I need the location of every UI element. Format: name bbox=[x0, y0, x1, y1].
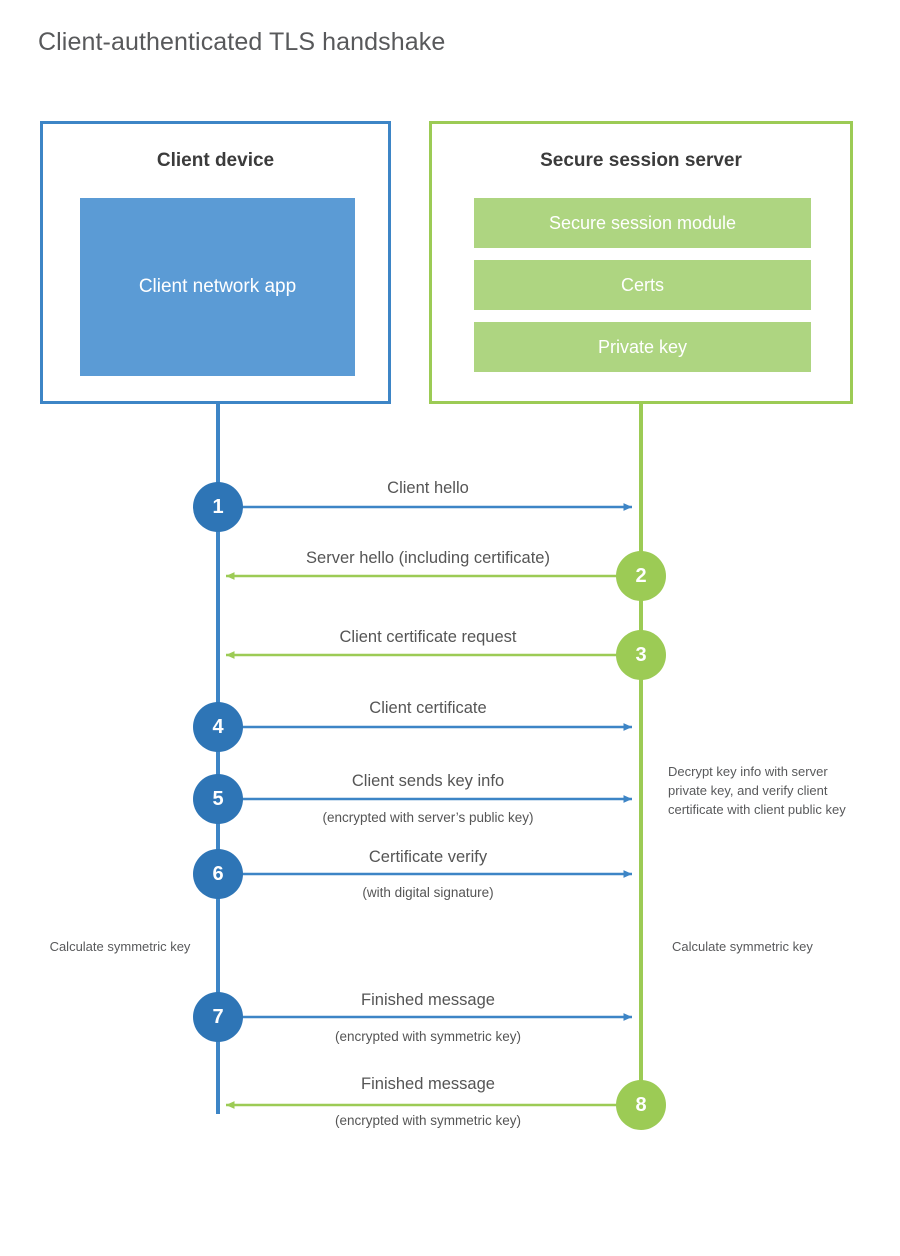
message-label-3: Client certificate request bbox=[339, 628, 517, 646]
client-lifeline bbox=[216, 404, 220, 1114]
message-label-1: Client hello bbox=[387, 479, 469, 497]
secure-session-server-box: Secure session server Secure session mod… bbox=[429, 121, 853, 404]
step-number: 4 bbox=[212, 715, 224, 738]
step-circle-1[interactable]: 1 bbox=[193, 482, 243, 532]
client-calculate-symmetric-key-note: Calculate symmetric key bbox=[49, 939, 191, 954]
step-number: 7 bbox=[212, 1005, 224, 1028]
message-label-6: Certificate verify bbox=[368, 848, 488, 866]
page-title: Client-authenticated TLS handshake bbox=[38, 28, 446, 56]
step-number: 1 bbox=[212, 495, 224, 518]
message-label-7: Finished message bbox=[361, 991, 495, 1009]
step-circle-8[interactable]: 8 bbox=[616, 1080, 666, 1130]
step-number: 5 bbox=[212, 787, 224, 810]
step-circle-6[interactable]: 6 bbox=[193, 849, 243, 899]
message-sublabel-8: (encrypted with symmetric key) bbox=[334, 1113, 522, 1128]
step-circle-2[interactable]: 2 bbox=[616, 551, 666, 601]
secure-session-server-title: Secure session server bbox=[540, 150, 742, 171]
server-block-label: Certs bbox=[620, 274, 664, 295]
client-network-app-block: Client network app bbox=[80, 198, 355, 376]
server-calculate-symmetric-key-note: Calculate symmetric key bbox=[672, 939, 813, 954]
message-label-5: Client sends key info bbox=[351, 772, 505, 790]
step-number: 2 bbox=[635, 564, 647, 587]
server-lifeline bbox=[639, 404, 643, 1104]
client-device-box: Client device Client network app bbox=[40, 121, 391, 404]
step-number: 8 bbox=[635, 1093, 647, 1116]
message-label-4: Client certificate bbox=[369, 699, 487, 717]
server-block-private-key: Private key bbox=[474, 322, 811, 372]
message-label-2: Server hello (including certificate) bbox=[306, 549, 550, 567]
message-sublabel-5: (encrypted with server’s public key) bbox=[322, 810, 534, 825]
server-block-label: Secure session module bbox=[548, 212, 737, 233]
server-block-secure-session-module: Secure session module bbox=[474, 198, 811, 248]
message-sublabel-7: (encrypted with symmetric key) bbox=[334, 1029, 522, 1044]
step-circle-7[interactable]: 7 bbox=[193, 992, 243, 1042]
step-circle-3[interactable]: 3 bbox=[616, 630, 666, 680]
message-sublabel-6: (with digital signature) bbox=[362, 885, 494, 900]
server-block-certs: Certs bbox=[474, 260, 811, 310]
step-number: 6 bbox=[212, 862, 224, 885]
step-circle-5[interactable]: 5 bbox=[193, 774, 243, 824]
step-circle-4[interactable]: 4 bbox=[193, 702, 243, 752]
message-label-8: Finished message bbox=[361, 1075, 495, 1093]
client-network-app-label: Client network app bbox=[138, 276, 297, 298]
server-decrypt-note: Decrypt key info with server private key… bbox=[668, 764, 846, 817]
server-block-label: Private key bbox=[597, 336, 688, 357]
client-device-title: Client device bbox=[156, 150, 275, 171]
step-number: 3 bbox=[635, 643, 647, 666]
